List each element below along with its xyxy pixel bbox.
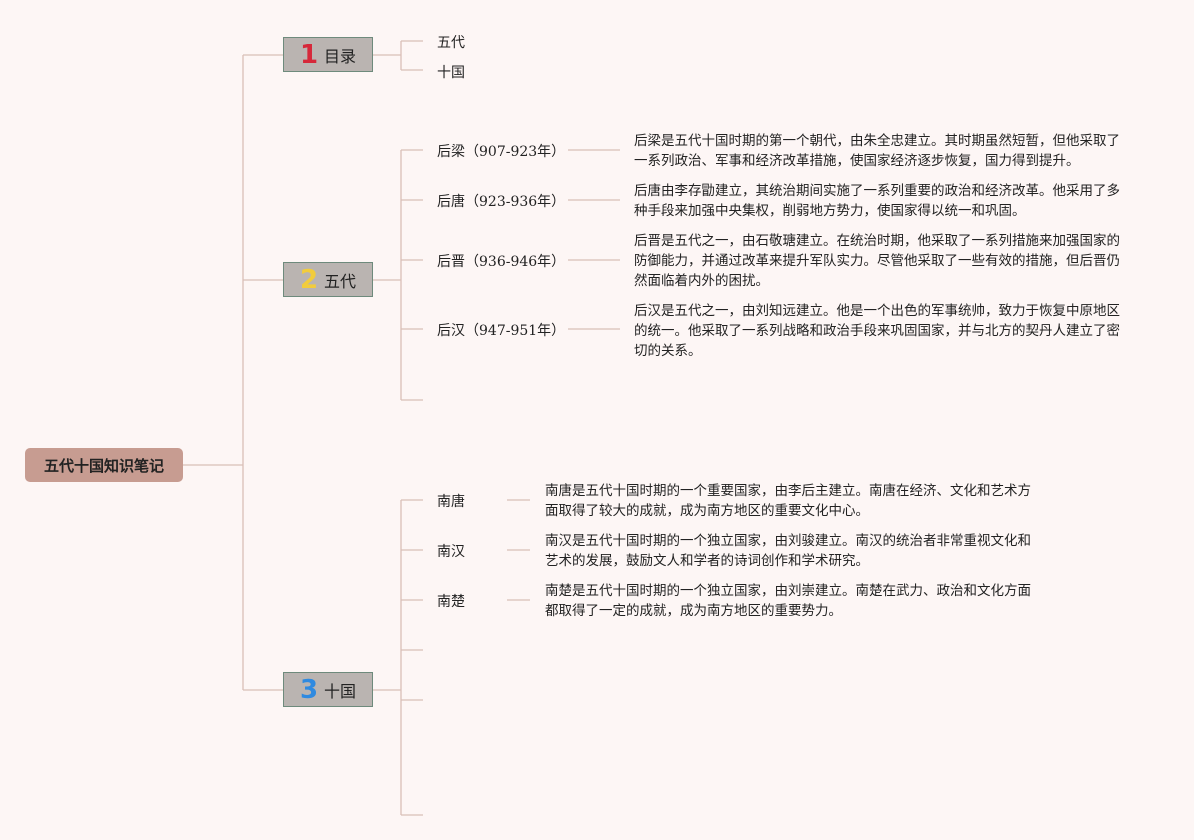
- desc-nanhan: 南汉是五代十国时期的一个独立国家，由刘骏建立。南汉的统治者非常重视文化和艺术的发…: [545, 533, 1031, 569]
- desc-houliang: 后梁是五代十国时期的第一个朝代，由朱全忠建立。其时期虽然短暂，但他采取了一系列政…: [634, 133, 1120, 169]
- toc-item-wudai[interactable]: 五代: [437, 35, 465, 51]
- branch-wudai[interactable]: 2 五代: [283, 262, 373, 297]
- state-nanhan[interactable]: 南汉: [437, 544, 465, 560]
- state-nantang[interactable]: 南唐: [437, 494, 465, 510]
- dynasty-houhan[interactable]: 后汉（947-951年）: [437, 323, 566, 339]
- branch-toc[interactable]: 1 目录: [283, 37, 373, 72]
- desc-houjin: 后晋是五代之一，由石敬瑭建立。在统治时期，他采取了一系列措施来加强国家的防御能力…: [634, 233, 1120, 289]
- branch-label: 五代: [324, 271, 357, 291]
- branch-shiguo[interactable]: 3 十国: [283, 672, 373, 707]
- desc-nantang: 南唐是五代十国时期的一个重要国家，由李后主建立。南唐在经济、文化和艺术方面取得了…: [545, 483, 1031, 519]
- toc-item-shiguo[interactable]: 十国: [437, 65, 465, 81]
- state-nanchu[interactable]: 南楚: [437, 594, 465, 610]
- root-node[interactable]: 五代十国知识笔记: [25, 448, 183, 482]
- desc-nanchu: 南楚是五代十国时期的一个独立国家，由刘崇建立。南楚在武力、政治和文化方面都取得了…: [545, 583, 1031, 619]
- badge-number-2: 2: [299, 264, 319, 295]
- dynasty-houjin[interactable]: 后晋（936-946年）: [437, 254, 566, 270]
- branch-label: 目录: [324, 46, 357, 66]
- branch-label: 十国: [324, 681, 357, 701]
- badge-number-3: 3: [299, 674, 319, 705]
- badge-number-1: 1: [299, 39, 319, 70]
- desc-houtang: 后唐由李存勖建立，其统治期间实施了一系列重要的政治和经济改革。他采用了多种手段来…: [634, 183, 1120, 219]
- desc-houhan: 后汉是五代之一，由刘知远建立。他是一个出色的军事统帅，致力于恢复中原地区的统一。…: [634, 303, 1120, 359]
- dynasty-houtang[interactable]: 后唐（923-936年）: [437, 194, 566, 210]
- dynasty-houliang[interactable]: 后梁（907-923年）: [437, 144, 566, 160]
